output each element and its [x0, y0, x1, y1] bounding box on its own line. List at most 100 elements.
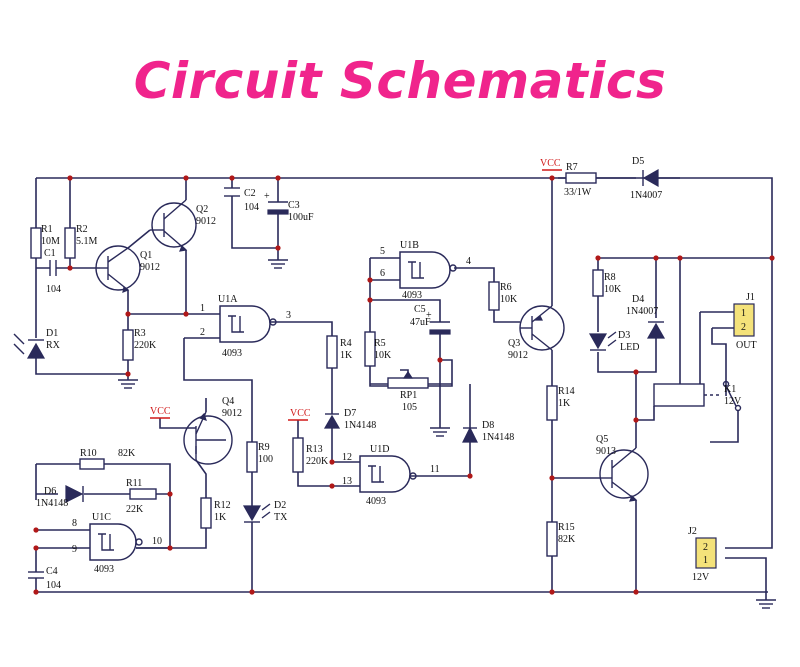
u1b-pin5: 5 — [380, 246, 385, 257]
vcc-label: VCC — [540, 158, 561, 169]
resistor-r10: R10 82K — [79, 448, 136, 470]
d2-name: D2 — [274, 500, 286, 511]
resistor-r9: R9 100 — [246, 441, 273, 473]
c1-value: 104 — [46, 284, 61, 295]
c3-value: 100uF — [288, 212, 314, 223]
nand-gate-u1d: U1D 4093 12 13 11 — [342, 444, 440, 507]
diagram-title: Circuit Schematics — [133, 52, 667, 110]
q5-name: Q5 — [596, 434, 608, 445]
rp1-value: 105 — [402, 402, 417, 413]
c4-value: 104 — [46, 580, 61, 591]
photodiode-d1: D1 RX — [13, 328, 61, 359]
j1-pin1: 1 — [741, 308, 746, 319]
diode-d8: D8 1N4148 — [462, 420, 514, 443]
r5-name: R5 — [374, 338, 386, 349]
u1b-name: U1B — [400, 240, 419, 251]
transistor-q4: Q4 9012 — [183, 396, 242, 465]
c5-name: C5 — [414, 304, 426, 315]
r3-name: R3 — [134, 328, 146, 339]
resistor-r8: R8 10K — [592, 269, 622, 297]
u1c-name: U1C — [92, 512, 111, 523]
u1a-value: 4093 — [222, 348, 242, 359]
resistor-r13: R13 220K — [292, 437, 329, 473]
r6-name: R6 — [500, 282, 512, 293]
junction-nodes — [33, 175, 775, 595]
diode-d7: D7 1N4148 — [323, 408, 376, 431]
u1d-pin13: 13 — [342, 476, 352, 487]
nand-gate-u1c: U1C 4093 8 9 10 — [72, 512, 162, 575]
u1c-value: 4093 — [94, 564, 114, 575]
r1-value: 10M — [41, 236, 60, 247]
d8-name: D8 — [482, 420, 494, 431]
j1-out: OUT — [736, 340, 757, 351]
q1-value: 9012 — [140, 262, 160, 273]
resistor-r3: R3 220K — [122, 328, 157, 361]
r12-value: 1K — [214, 512, 227, 523]
c3-name: C3 — [288, 200, 300, 211]
j2-pin2: 2 — [703, 542, 708, 553]
nand-gate-u1a: U1A 4093 1 2 3 — [200, 294, 291, 359]
resistor-r12: R12 1K — [200, 497, 231, 529]
u1c-pin8: 8 — [72, 518, 77, 529]
u1a-pin3: 3 — [286, 310, 291, 321]
u1d-name: U1D — [370, 444, 389, 455]
resistor-r7: R7 33/1W — [564, 162, 597, 198]
u1a-name: U1A — [218, 294, 238, 305]
d8-value: 1N4148 — [482, 432, 514, 443]
k1-name: K1 — [724, 384, 736, 395]
r7-name: R7 — [566, 162, 578, 173]
diode-d5: D5 1N4007 — [630, 156, 662, 201]
connector-j1: J1 1 2 OUT — [733, 292, 757, 351]
d5-value: 1N4007 — [630, 190, 662, 201]
d5-name: D5 — [632, 156, 644, 167]
capacitor-c3: + C3 100uF — [264, 191, 314, 223]
c4-name: C4 — [46, 566, 58, 577]
u1c-pin9: 9 — [72, 544, 77, 555]
resistor-r1: R1 10M — [30, 224, 60, 259]
r5-value: 10K — [374, 350, 392, 361]
d6-value: 1N4148 — [36, 498, 68, 509]
q2-name: Q2 — [196, 204, 208, 215]
u1d-value: 4093 — [366, 496, 386, 507]
resistor-r15: R15 82K — [546, 521, 576, 557]
r11-name: R11 — [126, 478, 142, 489]
r9-value: 100 — [258, 454, 273, 465]
c2-name: C2 — [244, 188, 256, 199]
u1d-pin12: 12 — [342, 452, 352, 463]
capacitor-c4: C4 104 — [28, 566, 61, 591]
c3-plus: + — [264, 191, 270, 202]
led-d2: D2 TX — [242, 500, 288, 523]
d4-name: D4 — [632, 294, 644, 305]
c5-value: 47uF — [410, 317, 431, 328]
u1d-pin11: 11 — [430, 464, 440, 475]
ground-icon — [118, 379, 138, 389]
u1c-pin10: 10 — [152, 536, 162, 547]
r15-value: 82K — [558, 534, 576, 545]
vcc-label: VCC — [150, 406, 171, 417]
transistor-q1: Q1 9012 — [95, 245, 160, 293]
resistor-r2: R2 5.1M — [64, 224, 98, 259]
r13-name: R13 — [306, 444, 323, 455]
resistor-r4: R4 1K — [326, 335, 353, 369]
r9-name: R9 — [258, 442, 270, 453]
resistor-r6: R6 10K — [488, 281, 518, 311]
rp1-name: RP1 — [400, 390, 417, 401]
r11-value: 22K — [126, 504, 144, 515]
q3-value: 9012 — [508, 350, 528, 361]
j1-name: J1 — [746, 292, 755, 303]
u1b-pin6: 6 — [380, 268, 385, 279]
u1a-pin2: 2 — [200, 327, 205, 338]
ground-icon — [756, 599, 776, 609]
q3-name: Q3 — [508, 338, 520, 349]
ground-icon — [268, 259, 288, 269]
q4-name: Q4 — [222, 396, 234, 407]
vcc-label: VCC — [290, 408, 311, 419]
capacitor-c1: C1 104 — [44, 248, 61, 295]
j1-pin2: 2 — [741, 322, 746, 333]
d7-value: 1N4148 — [344, 420, 376, 431]
u1a-pin1: 1 — [200, 303, 205, 314]
connector-j2: J2 2 1 12V — [688, 526, 717, 583]
r1-name: R1 — [41, 224, 53, 235]
q4-value: 9012 — [222, 408, 242, 419]
